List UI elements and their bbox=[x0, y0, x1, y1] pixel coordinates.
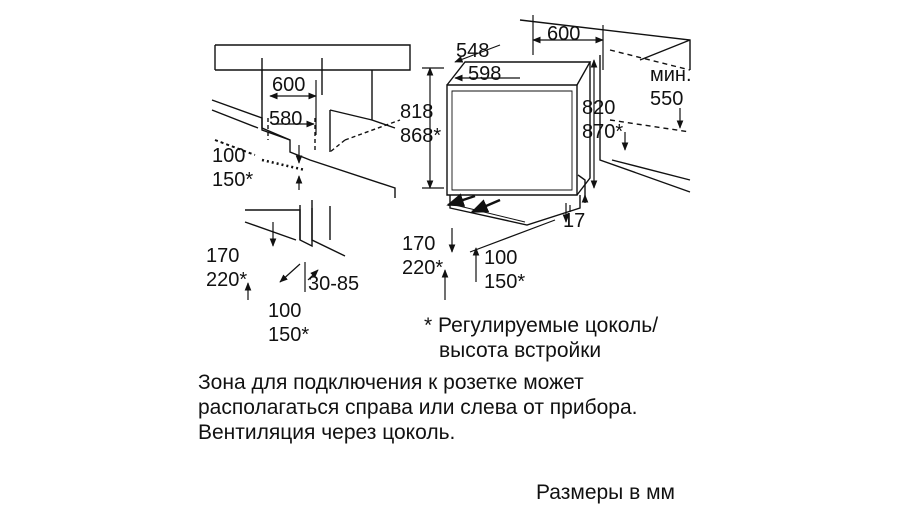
footnote: * Регулируемые цоколь/ высота встройки bbox=[424, 313, 658, 363]
note-line-3: Вентиляция через цоколь. bbox=[198, 421, 456, 444]
label-left-inner-width: 580 bbox=[269, 108, 302, 130]
label-unit-height-b: 868* bbox=[400, 125, 441, 147]
left-niche-drawing bbox=[211, 44, 411, 257]
label-min-value: 550 bbox=[650, 88, 683, 110]
label-plinth-offset-b: 150* bbox=[268, 324, 309, 346]
footnote-line-1: * Регулируемые цоколь/ bbox=[424, 314, 659, 337]
label-unit-width: 598 bbox=[468, 63, 501, 85]
label-left-vent-b: 150* bbox=[212, 169, 253, 191]
units-caption: Размеры в мм bbox=[536, 481, 675, 504]
label-unit-offset-b: 150* bbox=[484, 271, 525, 293]
label-niche-height-a: 820 bbox=[582, 97, 615, 119]
label-unit-depth: 548 bbox=[456, 40, 489, 62]
label-niche-height-b: 870* bbox=[582, 121, 623, 143]
label-plinth-height-b: 220* bbox=[206, 269, 247, 291]
label-left-width: 600 bbox=[272, 74, 305, 96]
note-line-2: располагаться справа или слева от прибор… bbox=[198, 396, 638, 419]
label-unit-height-a: 818 bbox=[400, 101, 433, 123]
label-left-vent-a: 100 bbox=[212, 145, 245, 167]
label-plinth-depth: 30-85 bbox=[308, 273, 359, 295]
installation-notes: Зона для подключения к розетке может рас… bbox=[198, 370, 638, 445]
label-plinth-height-a: 170 bbox=[206, 245, 239, 267]
label-gap: 17 bbox=[563, 210, 585, 232]
note-line-1: Зона для подключения к розетке может bbox=[198, 371, 584, 394]
label-top-width: 600 bbox=[547, 23, 580, 45]
label-plinth-offset-a: 100 bbox=[268, 300, 301, 322]
ventilation-arrows bbox=[446, 193, 501, 214]
label-unit-plinth-b: 220* bbox=[402, 257, 443, 279]
left-dimension-lines bbox=[244, 70, 319, 300]
label-unit-plinth-a: 170 bbox=[402, 233, 435, 255]
label-unit-offset-a: 100 bbox=[484, 247, 517, 269]
footnote-line-2: высота встройки bbox=[439, 339, 602, 362]
appliance-dimension-lines bbox=[422, 15, 684, 300]
label-min: мин. bbox=[650, 64, 692, 86]
